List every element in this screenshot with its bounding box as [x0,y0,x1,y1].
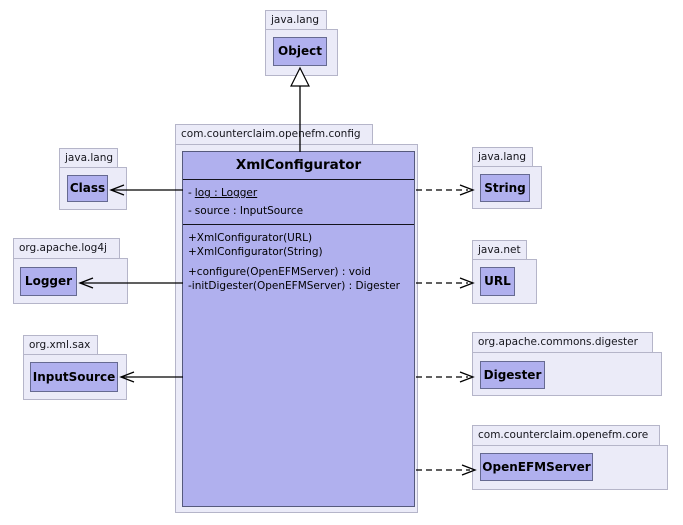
class-node-logger[interactable]: Logger [20,267,77,296]
class-node-url[interactable]: URL [480,267,515,296]
package-name: java.lang [271,14,320,26]
dependency-arrow-openefmserver [416,464,477,476]
package-tab: com.counterclaim.openefm.config [175,124,373,145]
package-body: Digester [472,352,662,396]
package-tab: java.net [472,240,527,260]
constructor-url: +XmlConfigurator(URL) [188,232,313,244]
package-tab: java.lang [59,148,118,168]
package-name: java.lang [478,151,527,163]
class-name: Object [278,44,322,58]
package-tab: org.apache.log4j [13,238,120,259]
class-name: String [484,181,526,195]
method-configure: +configure(OpenEFMServer) : void [188,266,371,278]
class-node-openefmserver[interactable]: OpenEFMServer [480,453,593,481]
dependency-arrow-url [416,277,475,289]
attributes-compartment: -log : Logger -source : InputSource [183,180,414,225]
class-name: Class [69,181,106,195]
class-node-digester[interactable]: Digester [480,361,545,389]
package-body: Object [265,29,338,76]
package-org-apache-log4j: org.apache.log4j Logger [13,238,128,304]
package-tab: java.lang [265,10,327,30]
package-name: java.lang [65,152,114,164]
class-title: XmlConfigurator [183,152,414,180]
package-org-xml-sax: org.xml.sax InputSource [23,335,127,400]
visibility-private: - [188,205,192,217]
package-body: URL [472,259,537,304]
package-java-lang-string: java.lang String [472,147,542,209]
package-body: String [472,166,542,209]
package-body: InputSource [23,354,127,400]
constructor-string: +XmlConfigurator(String) [188,246,323,258]
package-tab: org.apache.commons.digester [472,332,653,353]
attribute-source: -source : InputSource [188,202,414,220]
package-com-counterclaim-openefm-core: com.counterclaim.openefm.core OpenEFMSer… [472,425,668,490]
methods-compartment: +XmlConfigurator(URL) +XmlConfigurator(S… [183,225,414,293]
package-tab: java.lang [472,147,533,167]
dependency-arrow-digester [416,371,475,383]
package-name: org.apache.commons.digester [478,336,638,348]
association-arrow-inputsource [119,371,183,383]
package-body: Logger [13,258,128,304]
class-name: OpenEFMServer [482,460,591,474]
method-initdigester: -initDigester(OpenEFMServer) : Digester [188,280,400,292]
package-name: org.xml.sax [29,339,91,351]
package-com-counterclaim-openefm-config: com.counterclaim.openefm.config XmlConfi… [175,124,418,513]
class-node-inputsource[interactable]: InputSource [30,362,118,392]
class-node-string[interactable]: String [480,174,530,202]
class-name: URL [484,274,511,288]
package-name: org.apache.log4j [19,242,107,254]
dependency-arrow-string [416,184,475,196]
package-tab: com.counterclaim.openefm.core [472,425,660,446]
package-body: Class [59,167,127,210]
package-name: java.net [478,244,521,256]
package-tab: org.xml.sax [23,335,98,355]
package-name: com.counterclaim.openefm.config [181,128,361,140]
attribute-text: log : Logger [194,187,258,199]
package-java-lang-class: java.lang Class [59,148,127,210]
package-body: OpenEFMServer [472,445,668,490]
package-java-net: java.net URL [472,240,537,304]
package-java-lang-object: java.lang Object [265,10,338,76]
package-org-apache-commons-digester: org.apache.commons.digester Digester [472,332,662,396]
package-name: com.counterclaim.openefm.core [478,429,649,441]
class-name: Digester [483,368,542,382]
visibility-private: - [188,187,192,199]
attribute-log: -log : Logger [188,184,414,202]
attribute-text: source : InputSource [194,205,304,217]
class-node-object[interactable]: Object [273,37,327,66]
class-name: Logger [24,274,73,288]
class-name: InputSource [32,370,116,384]
class-node-class[interactable]: Class [67,175,108,202]
class-node-xmlconfigurator[interactable]: XmlConfigurator -log : Logger -source : … [182,151,415,507]
package-body: XmlConfigurator -log : Logger -source : … [175,144,418,513]
